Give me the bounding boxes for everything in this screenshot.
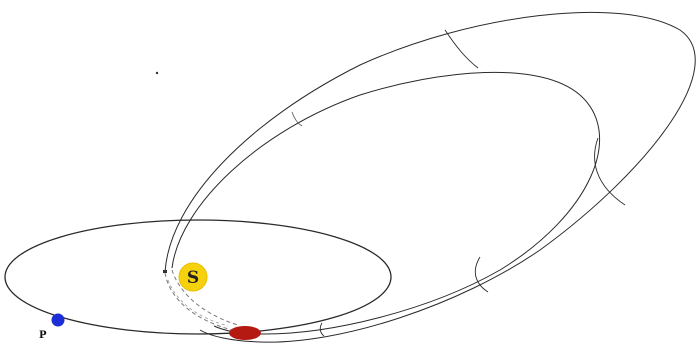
planet-label: P [39,330,47,341]
stream-outer-edge [165,12,695,342]
planet-icon [52,314,65,327]
sun-label: S [187,268,199,288]
stream-inner-edge [172,72,600,334]
node-marker [163,270,167,273]
stream-ring [445,30,478,68]
sun: S [179,263,207,291]
star-speck [156,72,158,74]
comet-icon [229,326,261,340]
